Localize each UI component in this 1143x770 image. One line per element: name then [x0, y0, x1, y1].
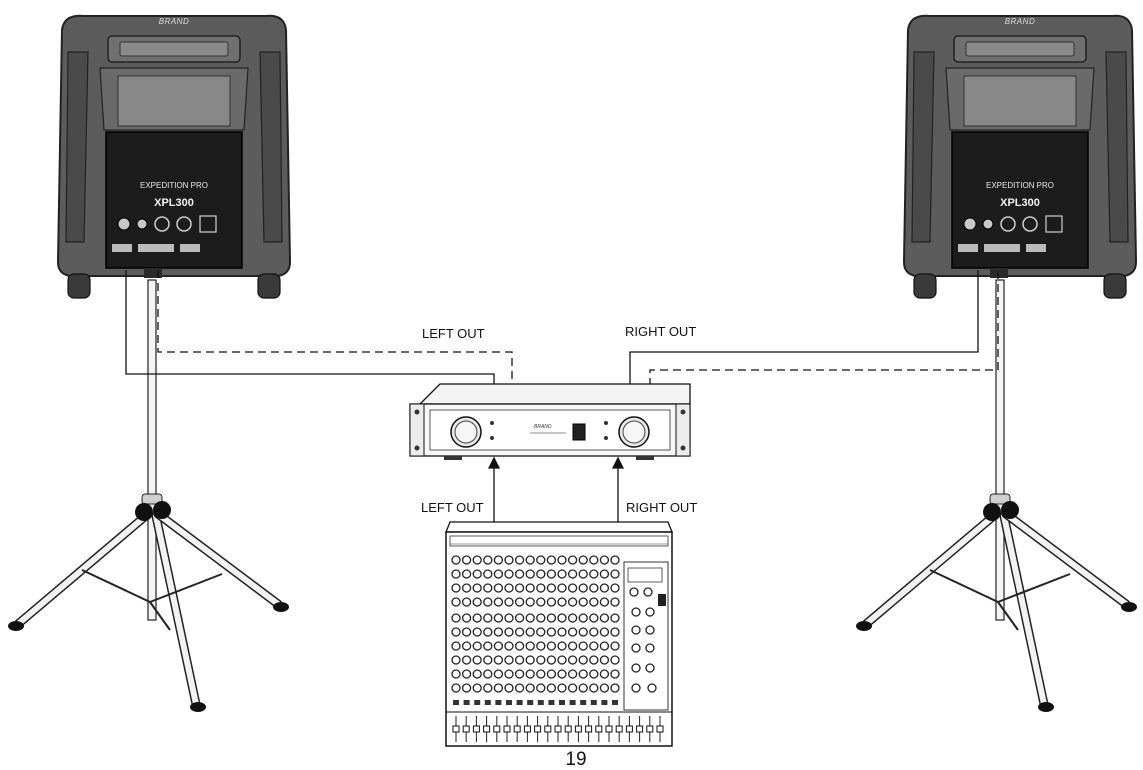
- left-speaker-cable-dashed: [157, 270, 513, 386]
- right-tripod-stand: [856, 280, 1137, 712]
- mixer-left-out-label: LEFT OUT: [421, 500, 484, 515]
- channel-knob-grid: [451, 555, 620, 705]
- channel-faders: [452, 716, 664, 742]
- speaker-cables: [125, 270, 999, 386]
- amp-left-out-label: LEFT OUT: [422, 326, 485, 341]
- mixing-console: [445, 521, 673, 747]
- amplifier-brand: BRAND: [534, 424, 552, 430]
- left-tripod-stand: [8, 280, 289, 712]
- right-speaker-brand: BRAND: [1005, 17, 1036, 26]
- left-speaker: BRAND EXPEDITION PRO XPL300: [57, 14, 291, 300]
- mixer-to-amp-arrows: [487, 456, 625, 522]
- master-section-knobs: [629, 587, 657, 693]
- left-speaker-model: EXPEDITION PRO: [140, 181, 208, 190]
- left-speaker-model-number: XPL300: [154, 197, 194, 209]
- right-speaker-model-number: XPL300: [1000, 197, 1040, 209]
- right-speaker: BRAND EXPEDITION PRO XPL300: [903, 14, 1137, 300]
- right-speaker-cable-dashed: [649, 270, 999, 386]
- power-amplifier: BRAND: [409, 383, 691, 460]
- right-speaker-cable-solid: [629, 270, 979, 386]
- page-number: 19: [565, 749, 586, 770]
- left-speaker-brand: BRAND: [159, 17, 190, 26]
- right-speaker-model: EXPEDITION PRO: [986, 181, 1054, 190]
- amp-right-out-label: RIGHT OUT: [625, 324, 696, 339]
- left-speaker-cable-solid: [125, 270, 495, 386]
- mixer-right-out-label: RIGHT OUT: [626, 500, 697, 515]
